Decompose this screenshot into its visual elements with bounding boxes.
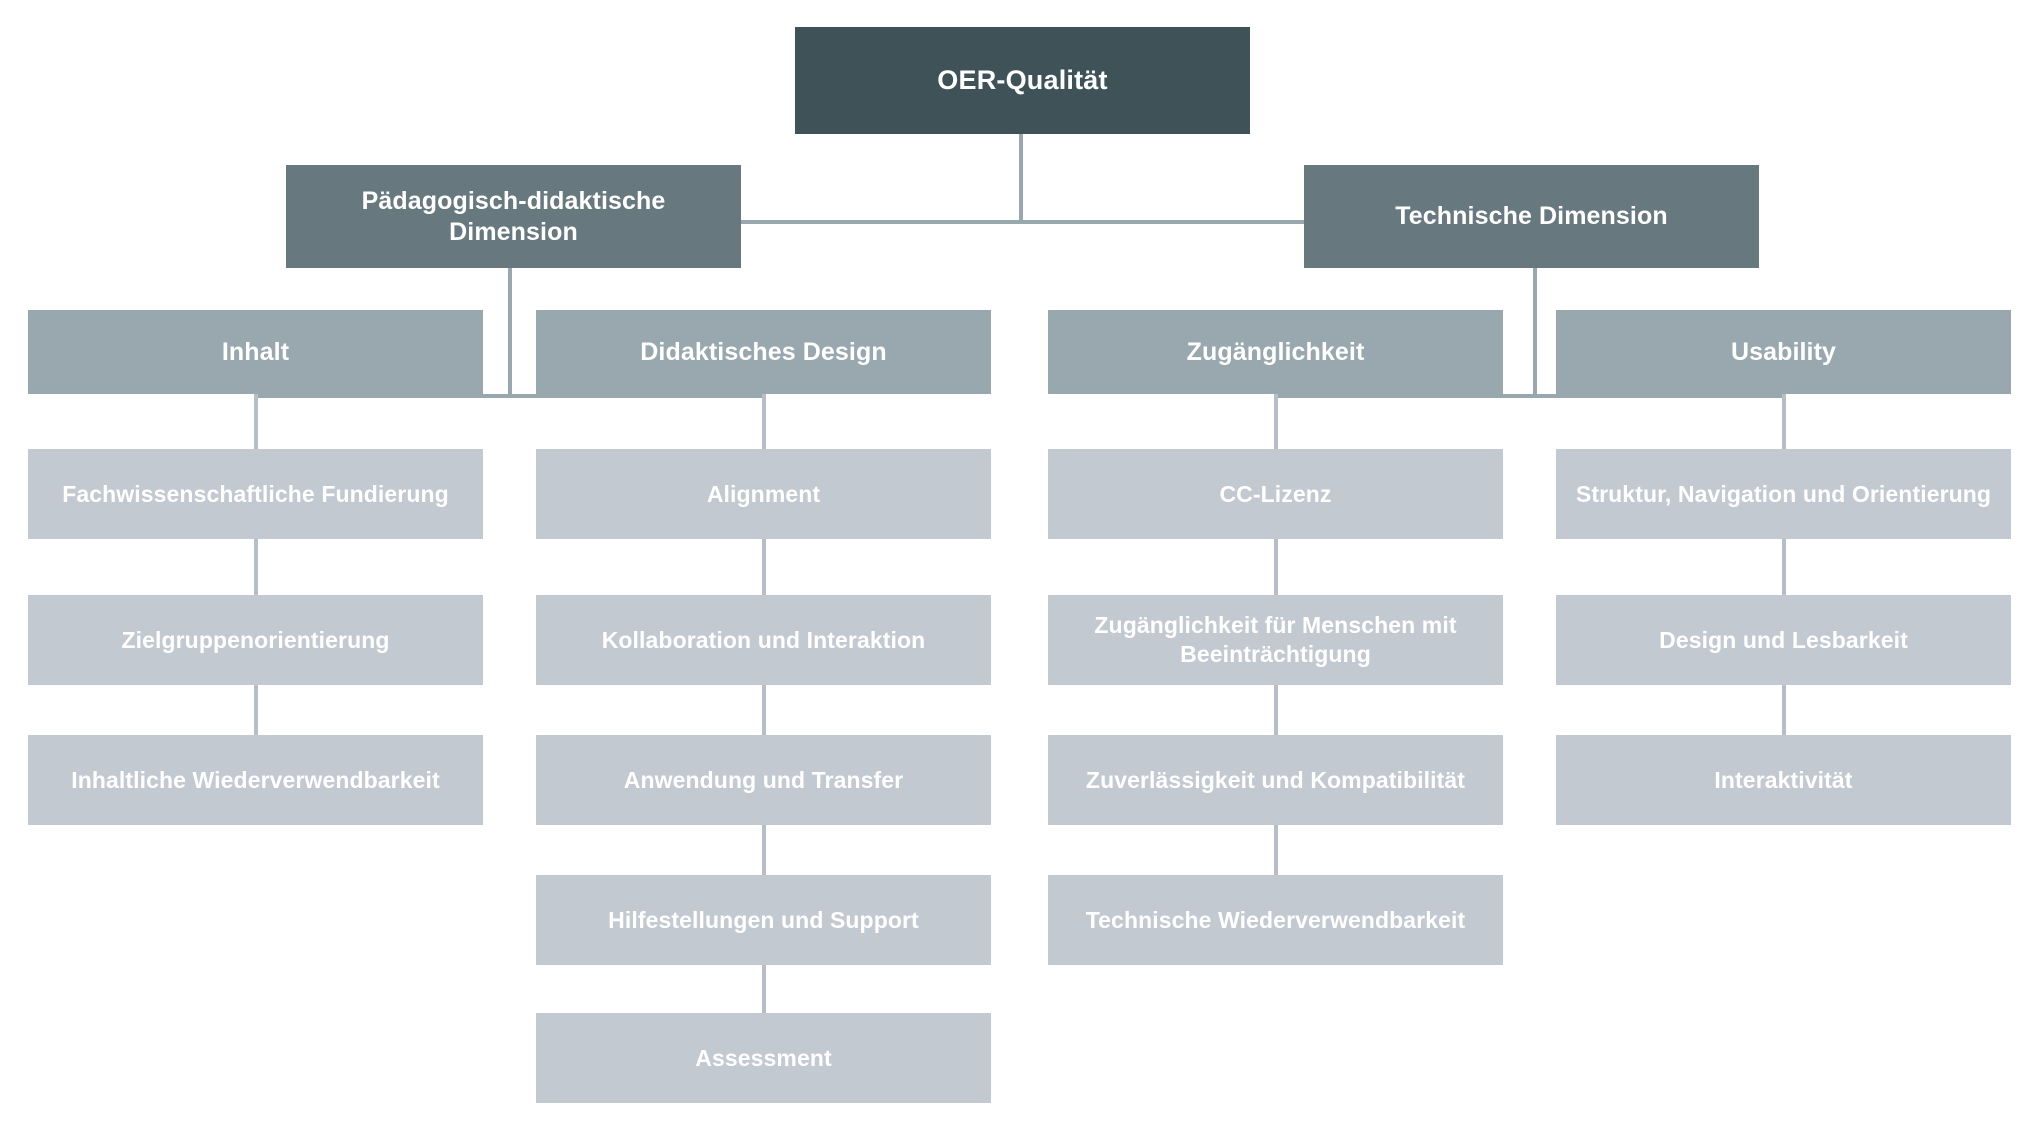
node-criterion-hilfestellungen-und-support[interactable]: Hilfestellungen und Support (536, 875, 991, 965)
node-criterion-fachwissenschaftliche-fundierung[interactable]: Fachwissenschaftliche Fundierung (28, 449, 483, 539)
node-criterion-zielgruppenorientierung[interactable]: Zielgruppenorientierung (28, 595, 483, 685)
node-criterion-alignment[interactable]: Alignment (536, 449, 991, 539)
node-criterion-struktur-navigation-orientierung[interactable]: Struktur, Navigation und Orientierung (1556, 449, 2011, 539)
node-dimension-paedagogisch-didaktisch[interactable]: Pädagogisch-didaktische Dimension (286, 165, 741, 268)
connector-tech-children-bus (1276, 394, 1782, 398)
node-criterion-interaktivitaet[interactable]: Interaktivität (1556, 735, 2011, 825)
node-category-inhalt[interactable]: Inhalt (28, 310, 483, 394)
node-dimension-technisch[interactable]: Technische Dimension (1304, 165, 1759, 268)
connector-dimension-bus (740, 220, 1305, 224)
node-category-zugaenglichkeit[interactable]: Zugänglichkeit (1048, 310, 1503, 394)
connector-root-down (1019, 134, 1023, 222)
connector-tech-down (1533, 268, 1537, 398)
node-criterion-zuverlaessigkeit-und-kompatibilitaet[interactable]: Zuverlässigkeit und Kompatibilität (1048, 735, 1503, 825)
node-criterion-anwendung-und-transfer[interactable]: Anwendung und Transfer (536, 735, 991, 825)
node-criterion-assessment[interactable]: Assessment (536, 1013, 991, 1103)
connector-didaktisches-design-spine (762, 394, 766, 1014)
node-criterion-technische-wiederverwendbarkeit[interactable]: Technische Wiederverwendbarkeit (1048, 875, 1503, 965)
connector-inhalt-spine (254, 394, 258, 742)
connector-paed-down (508, 268, 512, 398)
node-criterion-cc-lizenz[interactable]: CC-Lizenz (1048, 449, 1503, 539)
connector-usability-spine (1782, 394, 1786, 742)
node-category-usability[interactable]: Usability (1556, 310, 2011, 394)
node-criterion-design-und-lesbarkeit[interactable]: Design und Lesbarkeit (1556, 595, 2011, 685)
node-criterion-kollaboration-und-interaktion[interactable]: Kollaboration und Interaktion (536, 595, 991, 685)
node-criterion-inhaltliche-wiederverwendbarkeit[interactable]: Inhaltliche Wiederverwendbarkeit (28, 735, 483, 825)
node-criterion-zugaenglichkeit-beeintraechtigung[interactable]: Zugänglichkeit für Menschen mit Beeinträ… (1048, 595, 1503, 685)
node-category-didaktisches-design[interactable]: Didaktisches Design (536, 310, 991, 394)
connector-paed-children-bus (256, 394, 762, 398)
node-root-oer-qualitaet[interactable]: OER-Qualität (795, 27, 1250, 134)
